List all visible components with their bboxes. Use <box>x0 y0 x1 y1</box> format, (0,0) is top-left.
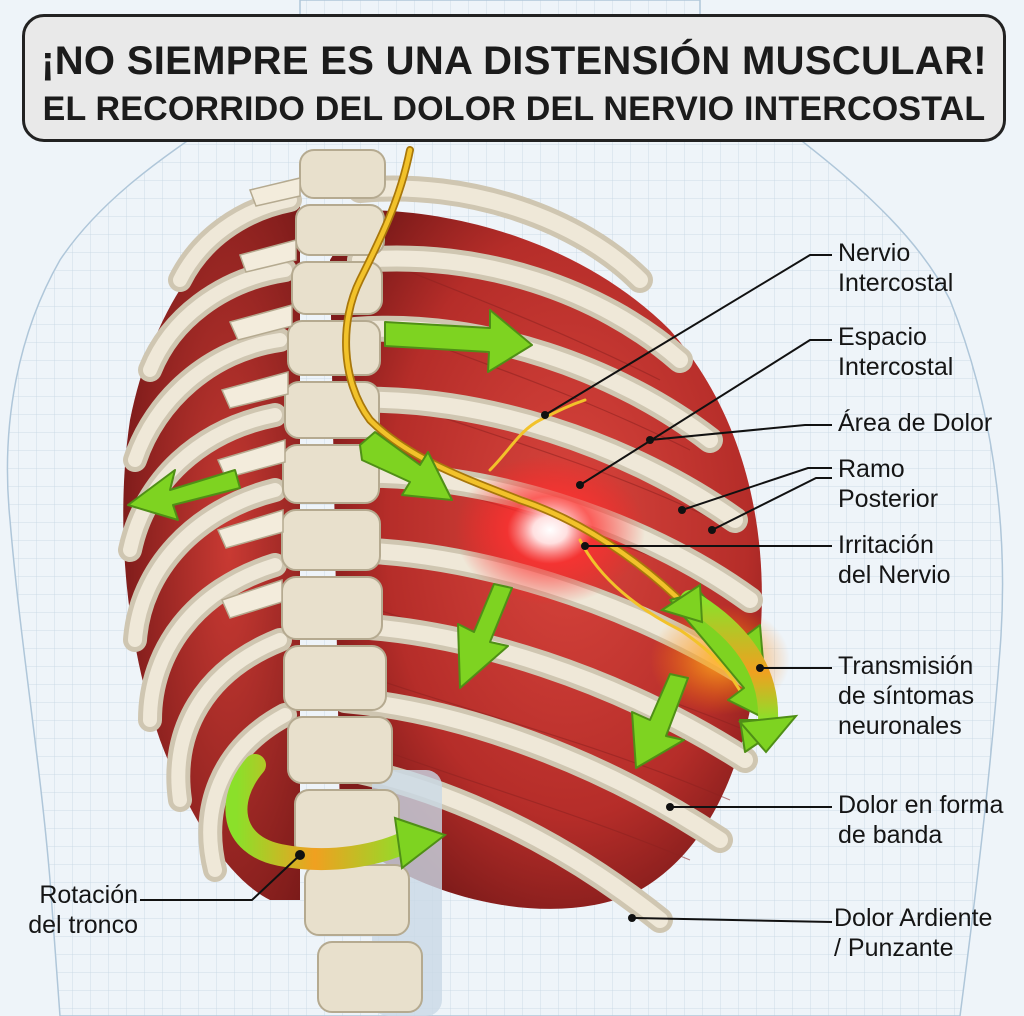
leader-lines <box>140 254 833 923</box>
side-transmission-arrow <box>659 583 799 754</box>
leader-dots <box>295 411 764 922</box>
title-banner: ¡NO SIEMPRE ES UNA DISTENSIÓN MUSCULAR! … <box>22 14 1006 142</box>
label-transmision-sintomas: Transmisión de síntomas neuronales <box>838 652 975 740</box>
label-rotacion-tronco: Rotación del tronco <box>28 881 138 939</box>
label-dolor-ardiente: Dolor Ardiente / Punzante <box>834 904 993 962</box>
left-ribs <box>118 188 302 882</box>
spine <box>216 149 442 1016</box>
label-espacio-intercostal: Espacio Intercostal <box>838 323 954 381</box>
title-line-1: ¡NO SIEMPRE ES UNA DISTENSIÓN MUSCULAR! <box>41 39 987 83</box>
label-nervio-intercostal: Nervio Intercostal <box>838 239 954 297</box>
trunk-rotation-arrow <box>225 754 448 870</box>
label-area-dolor: Área de Dolor <box>838 409 993 437</box>
title-line-2: EL RECORRIDO DEL DOLOR DEL NERVIO INTERC… <box>42 90 986 128</box>
label-ramo-posterior: Ramo Posterior <box>838 455 939 513</box>
label-irritacion-nervio: Irritación del Nervio <box>838 531 951 589</box>
label-dolor-banda: Dolor en forma de banda <box>838 791 1004 849</box>
